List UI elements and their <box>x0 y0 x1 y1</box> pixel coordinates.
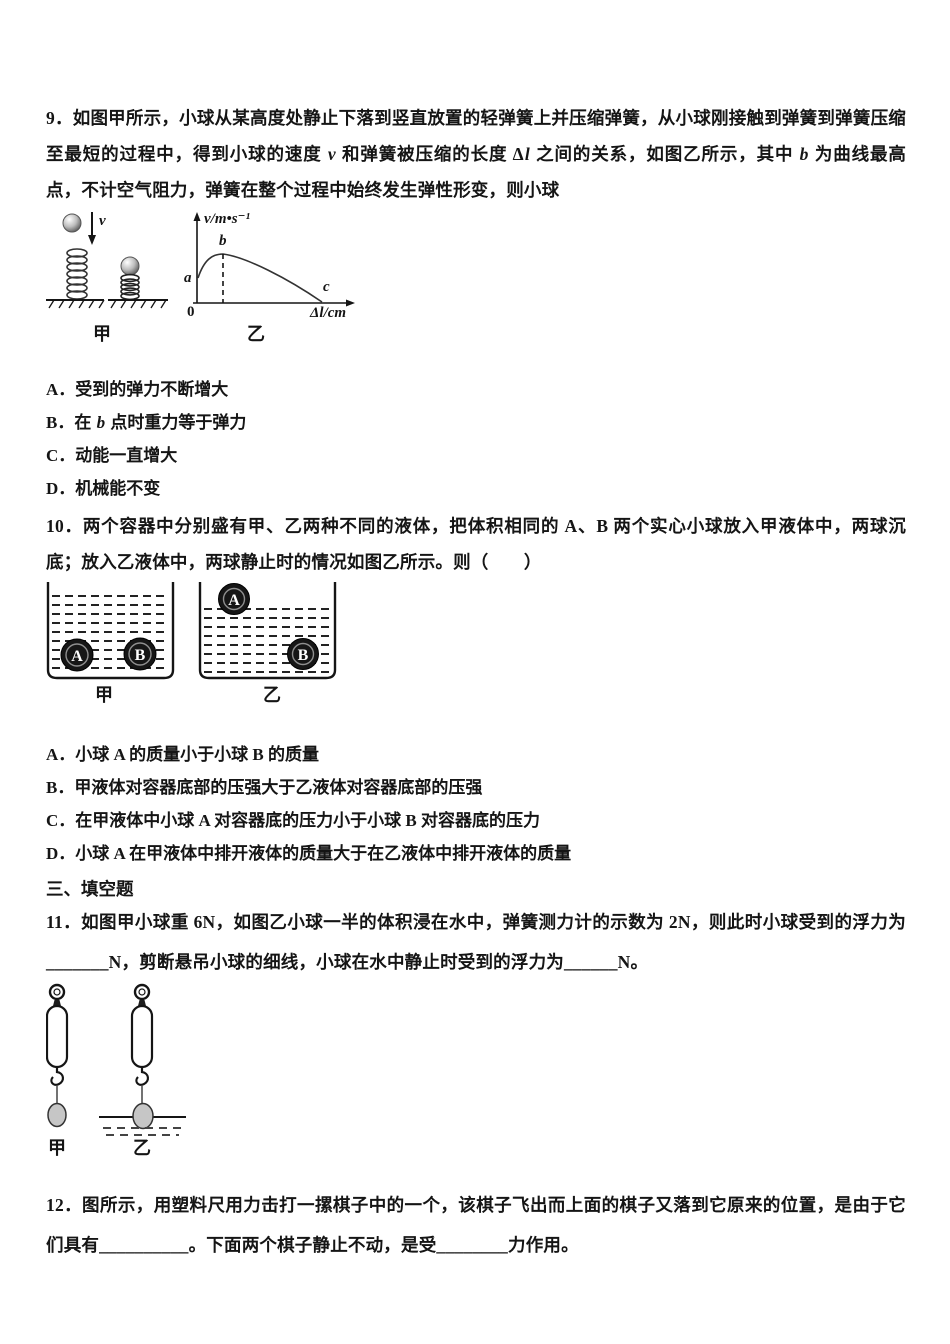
spring-scale-jia-icon: 甲 <box>46 983 69 1158</box>
water-dashes <box>103 1127 182 1136</box>
figure10-caption-jia: 甲 <box>95 685 113 705</box>
origin-label: 0 <box>187 304 195 320</box>
section-3-title: 三、填空题 <box>46 879 134 899</box>
scale-body <box>46 1004 69 1069</box>
question-10-option-d: D．小球 A 在甲液体中排开液体的质量大于在乙液体中排开液体的质量 <box>46 844 572 863</box>
scale-neck <box>53 1000 61 1006</box>
hook-icon <box>135 1067 149 1086</box>
y-axis-arrow-icon <box>193 212 201 221</box>
v-deltal-graph: v/m•s⁻¹ a b c 0 Δl/cm <box>184 211 355 321</box>
ball-a-floating-icon: A <box>218 583 250 615</box>
figure10-caption-yi: 乙 <box>263 685 281 705</box>
ground-hatch-right <box>108 299 168 309</box>
question-10-options: A．小球 A 的质量小于小球 B 的质量 B．甲液体对容器底部的压强大于乙液体对… <box>46 738 906 870</box>
velocity-label: v <box>99 213 106 229</box>
svg-text:B: B <box>298 647 309 664</box>
hook-icon <box>50 1067 64 1086</box>
hanging-ball-icon <box>47 1102 67 1128</box>
spring-scale-figure: 甲 乙 <box>46 983 186 1158</box>
question-9-options: A．受到的弹力不断增大 B．在 b 点时重力等于弹力 C．动能一直增大 D．机械… <box>46 373 906 505</box>
question-9-text: 9．如图甲所示，小球从某高度处静止下落到竖直放置的轻弹簧上并压缩弹簧，从小球刚接… <box>46 108 907 200</box>
x-axis-label: Δl/cm <box>309 305 346 321</box>
scale-neck <box>138 1000 146 1006</box>
figure9-caption-yi: 乙 <box>247 324 265 344</box>
ground-hatch-left <box>46 299 105 309</box>
tall-spring-icon <box>66 248 88 300</box>
ring-icon <box>48 983 66 1001</box>
figure11-caption-yi: 乙 <box>133 1138 151 1158</box>
ball-a-sunk-icon: A <box>60 638 94 672</box>
point-a-label: a <box>184 270 192 286</box>
point-c-label: c <box>323 279 330 295</box>
down-arrow-icon <box>88 235 96 245</box>
spring-ball-and-graph-figure: v <box>46 211 355 344</box>
two-beakers-figure: A B 甲 <box>46 582 337 705</box>
beaker-jia: A B 甲 <box>46 582 175 705</box>
svg-text:B: B <box>135 647 146 664</box>
question-10-figure: A B 甲 <box>46 580 906 710</box>
falling-ball-icon: v <box>62 212 106 245</box>
x-axis-arrow-icon <box>346 299 355 307</box>
question-9-option-d: D．机械能不变 <box>46 479 161 498</box>
question-11-figure: 甲 乙 <box>46 982 906 1167</box>
figure11-caption-jia: 甲 <box>48 1138 66 1158</box>
question-9-figure: v <box>46 208 906 348</box>
question-9-option-c: C．动能一直增大 <box>46 446 178 465</box>
half-submerged-ball-icon <box>132 1102 154 1130</box>
spring-scale-yi-icon: 乙 <box>99 983 186 1158</box>
velocity-curve <box>197 253 323 303</box>
question-10-text: 10．两个容器中分别盛有甲、乙两种不同的液体，把体积相同的 A、B 两个实心小球… <box>46 516 906 572</box>
question-10-option-b: B．甲液体对容器底部的压强大于乙液体对容器底部的压强 <box>46 778 483 797</box>
ball-b-sunk-icon: B <box>287 638 319 670</box>
scale-body <box>130 1004 154 1069</box>
question-12-text: 12．图所示，用塑料尺用力击打一摞棋子中的一个，该棋子飞出而上面的棋子又落到它原… <box>46 1195 906 1255</box>
ring-icon <box>133 983 151 1001</box>
question-10-option-c: C．在甲液体中小球 A 对容器底的压力小于小球 B 对容器底的压力 <box>46 811 540 830</box>
svg-text:A: A <box>71 648 83 665</box>
figure9-caption-jia: 甲 <box>93 324 111 344</box>
point-b-label: b <box>219 233 227 249</box>
compressed-spring-ball-icon <box>120 256 140 301</box>
question-10-option-a: A．小球 A 的质量小于小球 B 的质量 <box>46 745 319 764</box>
beaker-yi: A B 乙 <box>198 582 337 705</box>
question-9-option-b: B．在 b 点时重力等于弹力 <box>46 413 247 432</box>
svg-text:A: A <box>228 592 240 609</box>
question-11-text: 11．如图甲小球重 6N，如图乙小球一半的体积浸在水中，弹簧测力计的示数为 2N… <box>46 912 906 972</box>
question-9-option-a: A．受到的弹力不断增大 <box>46 380 229 399</box>
ball-b-sunk-icon: B <box>123 637 157 671</box>
y-axis-label: v/m•s⁻¹ <box>204 211 250 227</box>
